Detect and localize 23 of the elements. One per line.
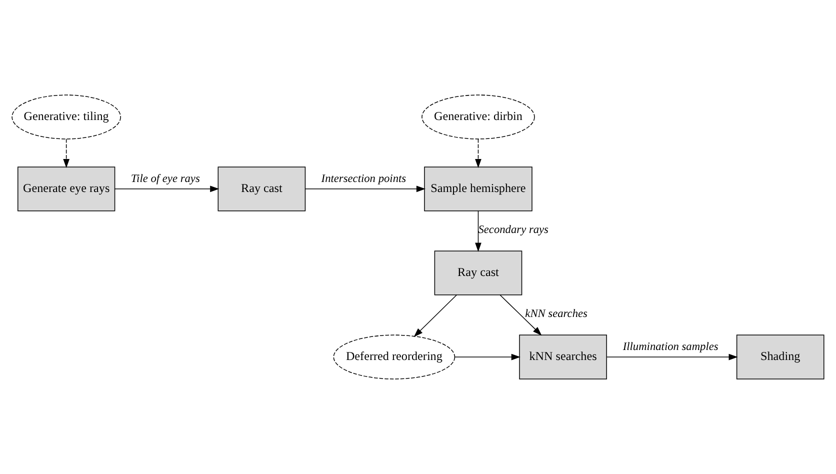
arrow <box>475 138 482 168</box>
node-box: kNN searches <box>519 334 607 380</box>
edge-label: Secondary rays <box>478 224 548 236</box>
node-ellipse: Deferred reordering <box>333 334 456 380</box>
node-box: Ray cast <box>218 166 306 212</box>
node-box: Sample hemisphere <box>424 166 532 212</box>
node-ellipse: Generative: tiling <box>12 94 121 140</box>
arrow <box>414 294 457 338</box>
node-box: Generate eye rays <box>18 166 116 212</box>
node-box: Shading <box>736 334 824 380</box>
arrow <box>475 210 482 252</box>
arrow <box>114 186 220 192</box>
node-ellipse: Generative: dirbin <box>422 94 535 140</box>
arrow <box>500 294 542 336</box>
edge-label: Illumination samples <box>622 341 718 354</box>
node-box: Ray cast <box>434 250 522 296</box>
edge-label: Tile of eye rays <box>130 173 200 186</box>
arrow <box>304 186 426 192</box>
edge-label: kNN searches <box>525 308 588 320</box>
arrow <box>454 354 520 360</box>
arrow <box>63 138 70 168</box>
arrow <box>606 354 738 360</box>
edge-label: Intersection points <box>321 173 406 186</box>
